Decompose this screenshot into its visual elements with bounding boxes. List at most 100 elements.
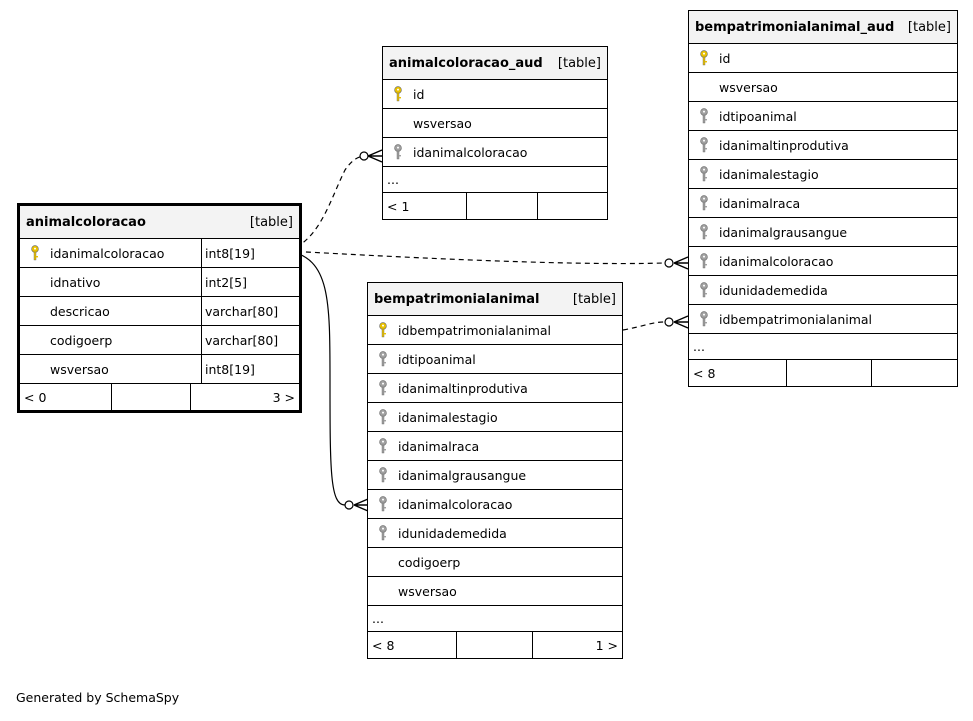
column-name: idanimalcoloracao <box>398 496 513 512</box>
link-coloracao-to-bempatrimonial-aud <box>287 250 665 265</box>
foreign-key-icon <box>689 137 719 153</box>
primary-key-icon <box>20 245 50 261</box>
column-row: wsversao <box>689 73 957 102</box>
column-row: idanimalgrausangue <box>689 218 957 247</box>
table-bempatrimonialanimal-aud[interactable]: bempatrimonialanimal_aud [table] id wsve… <box>688 10 958 387</box>
table-kind: [table] <box>907 19 951 35</box>
crowfoot-icon <box>673 256 689 270</box>
table-name[interactable]: animalcoloracao <box>26 214 146 230</box>
column-row: idanimalestagio <box>368 403 622 432</box>
primary-key-icon <box>368 322 398 338</box>
table-footer: < 0 3 > <box>20 384 299 410</box>
foreign-key-icon <box>368 496 398 512</box>
column-row: wsversao <box>383 109 607 138</box>
column-name: idanimaltinprodutiva <box>398 380 528 396</box>
column-name: idanimalestagio <box>398 409 498 425</box>
table-header: bempatrimonialanimal [table] <box>368 283 622 316</box>
column-name: idanimalraca <box>719 195 801 211</box>
parents-count[interactable]: < 8 <box>368 632 457 658</box>
column-type: int8[19] <box>201 239 299 267</box>
parents-count[interactable]: < 0 <box>20 384 112 410</box>
more-columns: ... <box>689 334 957 360</box>
children-count[interactable]: 3 > <box>272 389 295 405</box>
column-row: idunidademedida <box>689 276 957 305</box>
table-kind: [table] <box>572 291 616 307</box>
parents-count[interactable]: < 1 <box>383 193 467 219</box>
column-name: codigoerp <box>50 332 113 348</box>
column-row: idanimaltinprodutiva <box>689 131 957 160</box>
column-type: int8[19] <box>201 355 299 383</box>
column-name: descricao <box>50 303 110 319</box>
table-animalcoloracao[interactable]: animalcoloracao [table] idanimalcoloraca… <box>17 203 302 413</box>
column-name: wsversao <box>413 115 472 131</box>
column-row: id <box>689 44 957 73</box>
table-kind: [table] <box>557 55 601 71</box>
table-animalcoloracao-aud[interactable]: animalcoloracao_aud [table] id wsversao … <box>382 46 608 220</box>
column-name: idanimalestagio <box>719 166 819 182</box>
column-name: idtipoanimal <box>719 108 797 124</box>
column-name: idunidademedida <box>398 525 507 541</box>
table-name[interactable]: bempatrimonialanimal <box>374 291 540 307</box>
foreign-key-icon <box>689 195 719 211</box>
column-type: int2[5] <box>201 268 299 296</box>
table-header: animalcoloracao_aud [table] <box>383 47 607 80</box>
table-footer: < 8 1 > <box>368 632 622 658</box>
column-name: idanimalcoloracao <box>413 144 528 160</box>
table-name[interactable]: animalcoloracao_aud <box>389 55 543 71</box>
column-row: idanimalcoloracao <box>689 247 957 276</box>
foreign-key-icon <box>689 166 719 182</box>
table-name[interactable]: bempatrimonialanimal_aud <box>695 19 895 35</box>
column-row: idtipoanimal <box>689 102 957 131</box>
children-count[interactable]: 1 > <box>595 637 618 653</box>
foreign-key-icon <box>383 144 413 160</box>
column-row: descricao varchar[80] <box>20 297 299 326</box>
crowfoot-icon <box>673 315 689 329</box>
column-row: idanimaltinprodutiva <box>368 374 622 403</box>
primary-key-icon <box>383 86 413 102</box>
column-name: idtipoanimal <box>398 351 476 367</box>
column-name: idanimalcoloracao <box>719 253 834 269</box>
foreign-key-icon <box>368 467 398 483</box>
table-header: animalcoloracao [table] <box>20 206 299 239</box>
foreign-key-icon <box>689 224 719 240</box>
parents-count[interactable]: < 8 <box>689 360 787 386</box>
column-row: id <box>383 80 607 109</box>
link-end-circle <box>664 258 674 268</box>
column-row: idbempatrimonialanimal <box>368 316 622 345</box>
children-count <box>538 193 607 219</box>
column-row: idanimalcoloracao <box>383 138 607 167</box>
table-header: bempatrimonialanimal_aud [table] <box>689 11 957 44</box>
table-bempatrimonialanimal[interactable]: bempatrimonialanimal [table] idbempatrim… <box>367 282 623 659</box>
crowfoot-icon <box>367 149 383 163</box>
column-row: idanimalraca <box>689 189 957 218</box>
column-name: idunidademedida <box>719 282 828 298</box>
link-coloracao-to-coloracao-aud <box>287 155 367 252</box>
column-name: codigoerp <box>398 554 461 570</box>
column-name: wsversao <box>719 79 778 95</box>
column-row: wsversao <box>368 577 622 606</box>
primary-key-icon <box>689 50 719 66</box>
foreign-key-icon <box>689 282 719 298</box>
column-row: idanimalestagio <box>689 160 957 189</box>
column-row: idanimalraca <box>368 432 622 461</box>
column-row: idtipoanimal <box>368 345 622 374</box>
column-row: idunidademedida <box>368 519 622 548</box>
column-row: idanimalgrausangue <box>368 461 622 490</box>
footer-spacer <box>112 384 191 410</box>
link-end-circle <box>664 317 674 327</box>
column-name: id <box>413 86 425 102</box>
more-columns: ... <box>383 167 607 193</box>
foreign-key-icon <box>368 351 398 367</box>
more-columns: ... <box>368 606 622 632</box>
link-coloracao-to-bempatrimonial <box>287 250 346 506</box>
column-type: varchar[80] <box>201 297 299 325</box>
column-name: wsversao <box>398 583 457 599</box>
column-row: idanimalcoloracao <box>368 490 622 519</box>
crowfoot-icon <box>353 498 369 512</box>
column-name: idanimaltinprodutiva <box>719 137 849 153</box>
column-row: idbempatrimonialanimal <box>689 305 957 334</box>
